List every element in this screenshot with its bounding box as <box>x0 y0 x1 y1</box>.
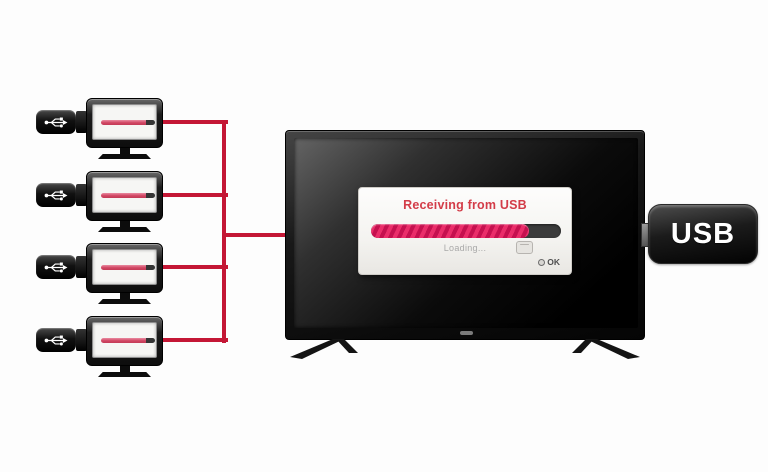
ok-hint: OK <box>538 257 560 267</box>
connection-trunk-line <box>222 233 286 237</box>
tv-stand-legs <box>290 339 640 359</box>
usb-drive-small <box>36 328 76 352</box>
receiving-dialog: Receiving from USB Loading... OK <box>358 187 572 275</box>
monitor-stand-neck <box>120 366 130 373</box>
monitor-stand-base <box>98 299 151 304</box>
usb-connector <box>76 111 87 133</box>
usb-drive-small <box>36 110 76 134</box>
mini-progress-bar <box>101 119 155 125</box>
connection-line <box>158 265 228 269</box>
usb-source-row <box>36 98 228 164</box>
monitor-stand-neck <box>120 148 130 155</box>
monitor-stand-base <box>98 227 151 232</box>
source-monitor <box>86 316 163 366</box>
monitor-stand-base <box>98 154 151 159</box>
connection-line <box>158 193 228 197</box>
mini-progress-fill <box>101 119 146 125</box>
connection-line <box>158 338 228 342</box>
usb-connector <box>76 329 87 351</box>
usb-trident-icon <box>44 262 68 272</box>
mini-progress-head <box>146 264 155 270</box>
source-monitor <box>86 243 163 293</box>
usb-connector <box>76 256 87 278</box>
mini-progress-bar <box>101 264 155 270</box>
tv <box>285 130 645 340</box>
folder-icon <box>516 241 533 254</box>
connection-bus-line <box>222 120 226 343</box>
mini-progress-head <box>146 337 155 343</box>
source-monitor-screen <box>92 322 157 358</box>
mini-progress-bar <box>101 192 155 198</box>
mini-progress-fill <box>101 192 146 198</box>
usb-source-row <box>36 316 228 382</box>
mini-progress-bar <box>101 337 155 343</box>
source-monitor <box>86 98 163 148</box>
usb-source-row <box>36 243 228 309</box>
usb-drive-small <box>36 183 76 207</box>
connection-line <box>158 120 228 124</box>
usb-connector <box>76 184 87 206</box>
source-monitor-screen <box>92 104 157 140</box>
usb-drive-small <box>36 255 76 279</box>
source-monitor <box>86 171 163 221</box>
usb-trident-icon <box>44 117 68 127</box>
monitor-stand-neck <box>120 293 130 300</box>
monitor-stand-neck <box>120 221 130 228</box>
dialog-progress-bar <box>371 224 561 238</box>
usb-trident-icon <box>44 190 68 200</box>
usb-trident-icon <box>44 335 68 345</box>
monitor-stand-base <box>98 372 151 377</box>
scroll-wheel-icon <box>538 258 546 266</box>
mini-progress-fill <box>101 264 146 270</box>
loading-label: Loading... <box>443 243 487 253</box>
usb-drive-large: USB <box>648 204 758 264</box>
dialog-title: Receiving from USB <box>403 198 527 212</box>
tv-brand-logo <box>460 331 473 335</box>
dialog-progress-fill <box>371 224 529 238</box>
source-monitor-screen <box>92 249 157 285</box>
mini-progress-fill <box>101 337 146 343</box>
usb-drive-label: USB <box>670 217 736 250</box>
mini-progress-head <box>146 192 155 198</box>
mini-progress-head <box>146 119 155 125</box>
ok-label: OK <box>547 257 560 267</box>
usb-source-row <box>36 171 228 237</box>
source-monitor-screen <box>92 177 157 213</box>
